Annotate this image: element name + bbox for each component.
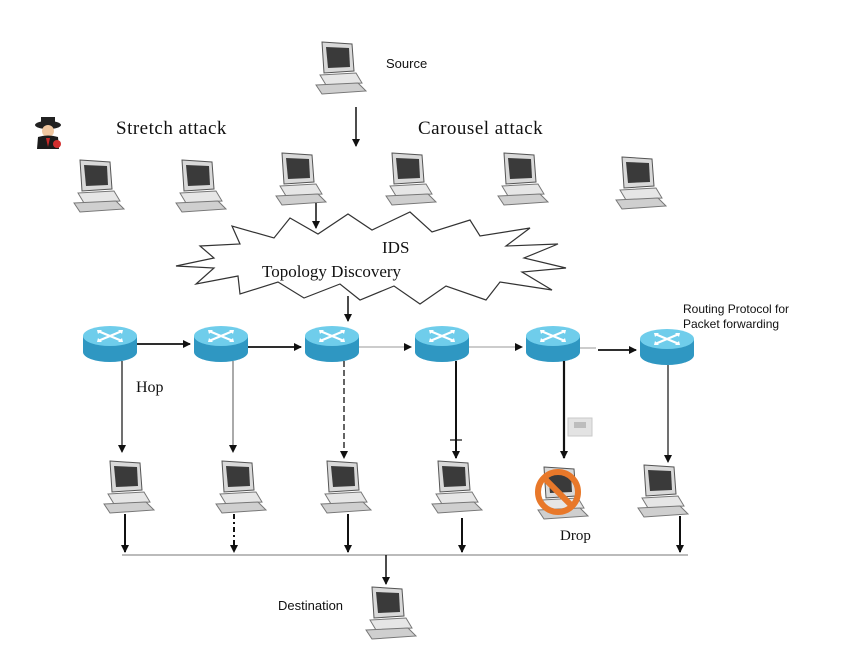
packet-icon [567, 417, 593, 437]
drop-label: Drop [560, 528, 591, 544]
wireless-node-4-icon [385, 152, 437, 206]
router-1-icon [81, 324, 139, 364]
router-2-icon [192, 324, 250, 364]
destination-label: Destination [278, 598, 344, 613]
source-computer-icon [315, 41, 367, 95]
router-4-icon [413, 324, 471, 364]
wireless-node-5-icon [497, 152, 549, 206]
wireless-node-6-icon [615, 156, 667, 210]
spy-attacker-icon [35, 117, 61, 149]
destination-node-1-icon [103, 460, 155, 514]
destination-node-6-icon [637, 464, 689, 518]
wireless-node-2-icon [175, 159, 227, 213]
topology-discovery-label: Topology Discovery [262, 262, 402, 281]
destination-node-4-icon [431, 460, 483, 514]
destination-computer-icon [365, 586, 417, 640]
hop-label: Hop [136, 379, 164, 396]
router-3-icon [303, 324, 361, 364]
routing-protocol-label: Routing Protocol for Packet forwarding [683, 302, 789, 332]
destination-node-3-icon [320, 460, 372, 514]
destination-node-2-icon [215, 460, 267, 514]
dropped-node-prohibited-icon [535, 466, 589, 520]
router-5-icon [524, 324, 582, 364]
stretch-attack-label: Stretch attack [116, 118, 227, 139]
wireless-node-1-icon [73, 159, 125, 213]
routing-protocol-label-line1: Routing Protocol for [683, 302, 790, 316]
ids-cloud-shape [175, 211, 567, 305]
router-6-icon [638, 327, 696, 367]
carousel-attack-label: Carousel attack [418, 118, 544, 139]
ids-label: IDS [382, 238, 410, 257]
routing-protocol-label-line2: Packet forwarding [683, 317, 780, 331]
wireless-node-3-icon [275, 152, 327, 206]
source-label: Source [386, 56, 428, 71]
